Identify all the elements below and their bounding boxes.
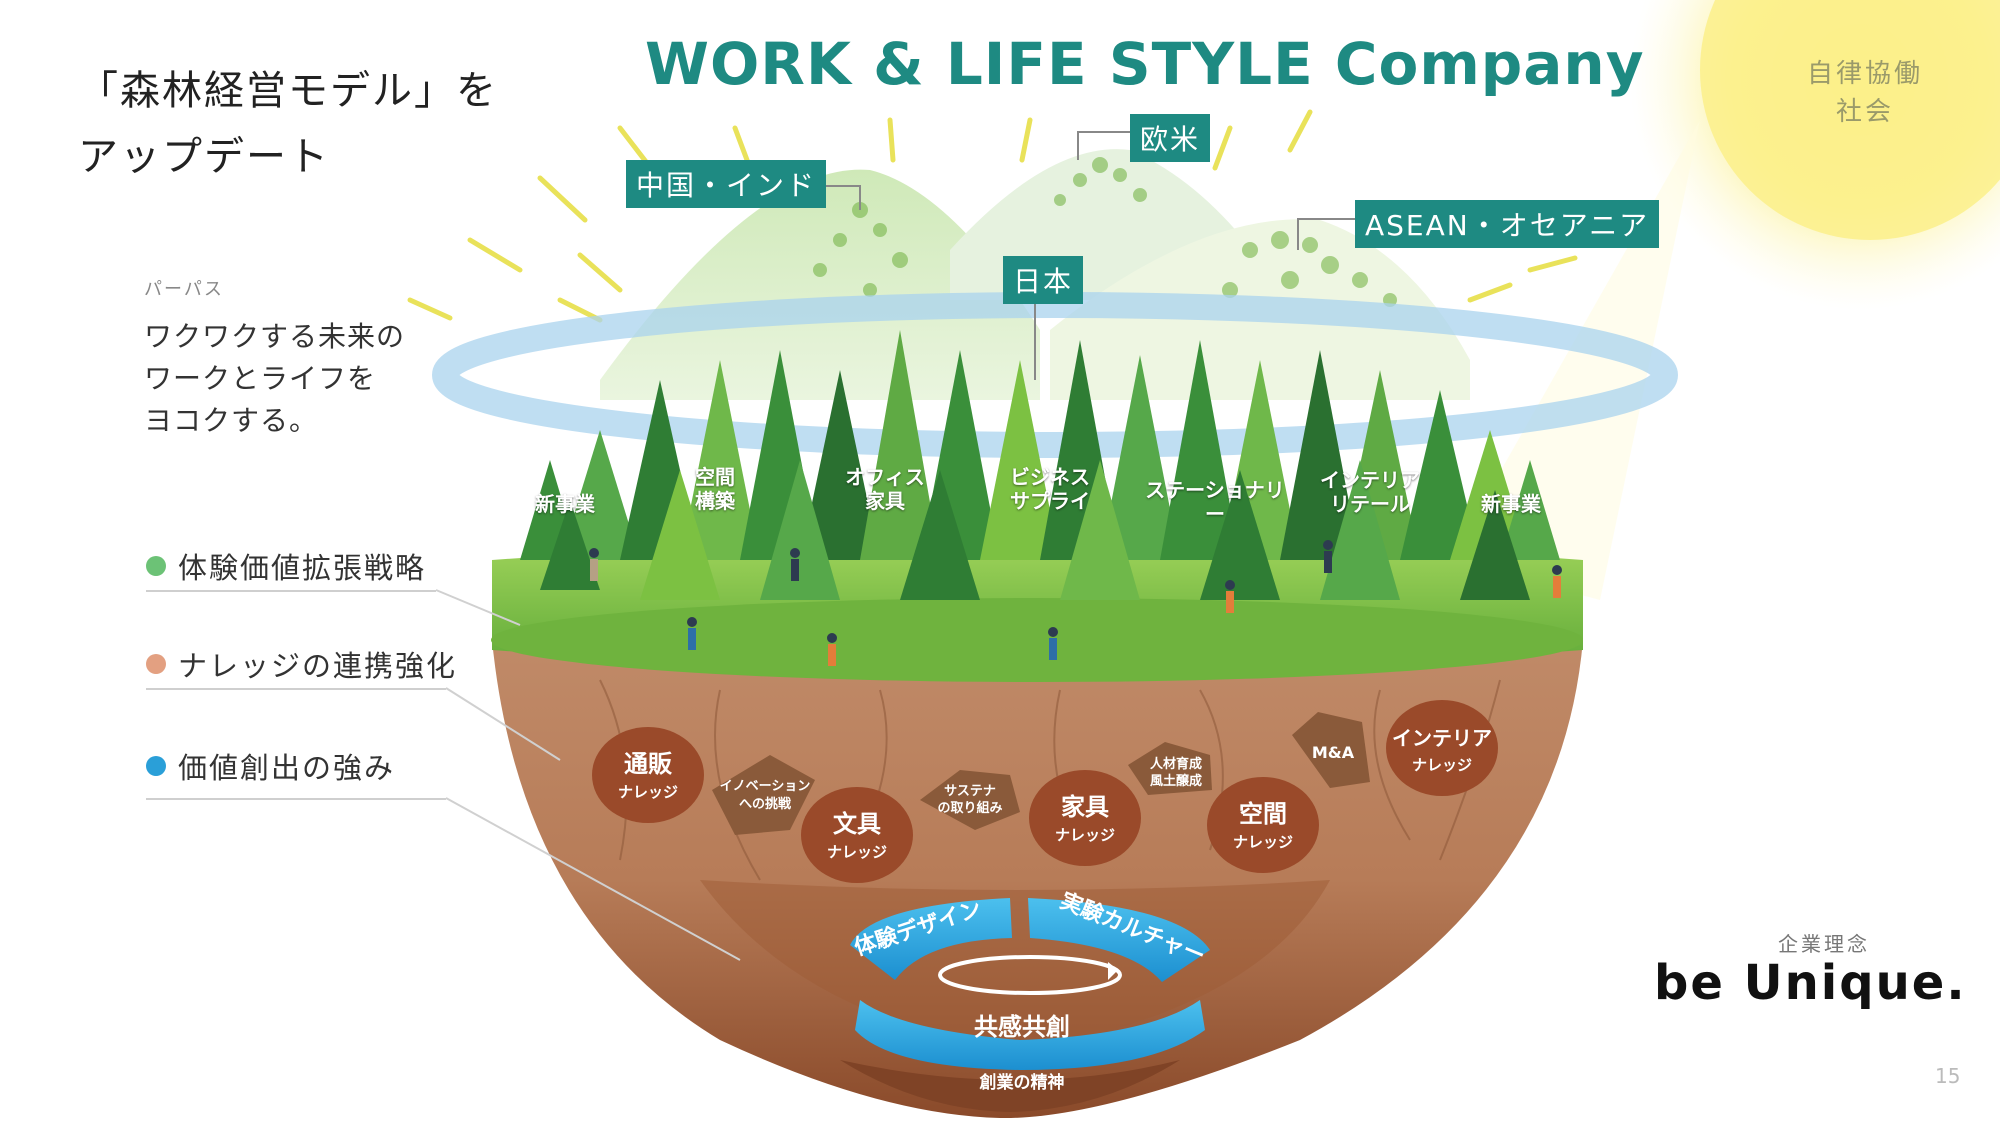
sun bbox=[1700, 0, 2000, 240]
knowledge-sustain: サステナ の取り組み bbox=[920, 770, 1020, 830]
page-number: 15 bbox=[1935, 1064, 1961, 1088]
svg-text:文具: 文具 bbox=[833, 810, 881, 838]
svg-text:ナレッジ: ナレッジ bbox=[1412, 756, 1472, 774]
business-space: 空間 構築 bbox=[695, 465, 735, 513]
core-culture-segment bbox=[1028, 898, 1210, 982]
knowledge-circle-stationery: 文具 ナレッジ bbox=[801, 787, 913, 883]
autonomous-society-label: 自律協働 社会 bbox=[1806, 59, 1923, 127]
core-ring: 体験デザイン 実験カルチャー 共感共創 bbox=[850, 888, 1210, 1070]
legend-divider bbox=[146, 688, 446, 690]
river bbox=[432, 292, 1678, 458]
philosophy-value: be Unique. bbox=[1654, 955, 1967, 1011]
purpose-text: ワクワクする未来の ワークとライフを ヨコクする。 bbox=[144, 320, 406, 437]
legend-divider bbox=[146, 798, 446, 800]
knowledge-circle-space: 空間 ナレッジ bbox=[1207, 777, 1319, 873]
forest bbox=[520, 330, 1560, 600]
region-tag-asean: ASEAN・オセアニア bbox=[1355, 200, 1660, 248]
business-supply: ビジネス サプライ bbox=[1010, 465, 1090, 513]
legend-label: 体験価値拡張戦略 bbox=[178, 551, 427, 585]
region-tag-china-india: 中国・インド bbox=[626, 160, 827, 208]
knowledge-circle-furniture: 家具 ナレッジ bbox=[1029, 770, 1141, 866]
svg-text:M&A: M&A bbox=[1312, 743, 1355, 762]
svg-text:イノベーション: イノベーション bbox=[720, 779, 811, 794]
svg-text:空間: 空間 bbox=[1239, 800, 1287, 828]
bedrock bbox=[840, 1060, 1180, 1112]
legend-experience-strategy: 体験価値拡張戦略 bbox=[146, 545, 426, 587]
founding-spirit: 創業の精神 bbox=[979, 1072, 1065, 1093]
svg-text:の取り組み: の取り組み bbox=[937, 800, 1002, 816]
business-interior-retail: インテリア リテール bbox=[1320, 468, 1420, 516]
knowledge-circle-interior: インテリア ナレッジ bbox=[1386, 700, 1498, 796]
svg-text:ナレッジ: ナレッジ bbox=[1055, 826, 1115, 844]
svg-text:ナレッジ: ナレッジ bbox=[618, 783, 678, 801]
philosophy-label: 企業理念 bbox=[1778, 932, 1870, 956]
svg-text:への挑戦: への挑戦 bbox=[739, 796, 792, 812]
mountain-china-india bbox=[600, 169, 1040, 400]
knowledge-innovation: イノベーション への挑戦 bbox=[712, 755, 815, 835]
svg-text:サステナ: サステナ bbox=[944, 784, 996, 799]
grass-edge bbox=[491, 598, 1583, 682]
people bbox=[589, 540, 1562, 666]
business-new-right: 新事業 bbox=[1481, 492, 1541, 516]
legend-divider bbox=[146, 590, 436, 592]
svg-text:ナレッジ: ナレッジ bbox=[827, 843, 887, 861]
svg-text:ナレッジ: ナレッジ bbox=[1233, 833, 1293, 851]
business-new-left: 新事業 bbox=[535, 492, 595, 516]
legend-label: 価値創出の強み bbox=[178, 751, 396, 785]
svg-text:通販: 通販 bbox=[624, 750, 673, 778]
cycle-arrow-icon bbox=[938, 955, 1122, 995]
svg-text:インテリア: インテリア bbox=[1392, 726, 1492, 750]
green-dot-icon bbox=[146, 556, 166, 576]
svg-text:家具: 家具 bbox=[1061, 793, 1109, 821]
svg-text:共感共創: 共感共創 bbox=[974, 1013, 1070, 1041]
knowledge-circle-mailorder: 通販 ナレッジ bbox=[592, 727, 704, 823]
orange-dot-icon bbox=[146, 654, 166, 674]
blue-dot-icon bbox=[146, 756, 166, 776]
knowledge-ma: M&A bbox=[1292, 712, 1370, 788]
region-tag-europe-us: 欧米 bbox=[1130, 114, 1211, 162]
legend-knowledge-collab: ナレッジの連携強化 bbox=[146, 643, 457, 685]
purpose-label: パーパス bbox=[144, 279, 224, 300]
knowledge-talent: 人材育成 風土醸成 bbox=[1128, 742, 1212, 795]
legend-value-creation: 価値創出の強み bbox=[146, 745, 395, 787]
business-stationery: ステーショナリー bbox=[1145, 478, 1285, 526]
svg-text:人材育成: 人材育成 bbox=[1150, 756, 1202, 772]
legend-label: ナレッジの連携強化 bbox=[178, 649, 458, 683]
svg-text:風土醸成: 風土醸成 bbox=[1150, 773, 1202, 789]
business-office-furniture: オフィス 家具 bbox=[845, 465, 925, 513]
core-design-segment bbox=[850, 898, 1012, 980]
page-heading: 「森林経営モデル」を アップデート bbox=[78, 68, 498, 180]
company-title: WORK & LIFE STYLE Company bbox=[645, 30, 1645, 98]
core-cocreate-segment bbox=[855, 1000, 1205, 1070]
region-tag-japan: 日本 bbox=[1003, 256, 1084, 304]
legend-pointers bbox=[435, 589, 741, 961]
mountain-trees bbox=[813, 157, 1397, 307]
